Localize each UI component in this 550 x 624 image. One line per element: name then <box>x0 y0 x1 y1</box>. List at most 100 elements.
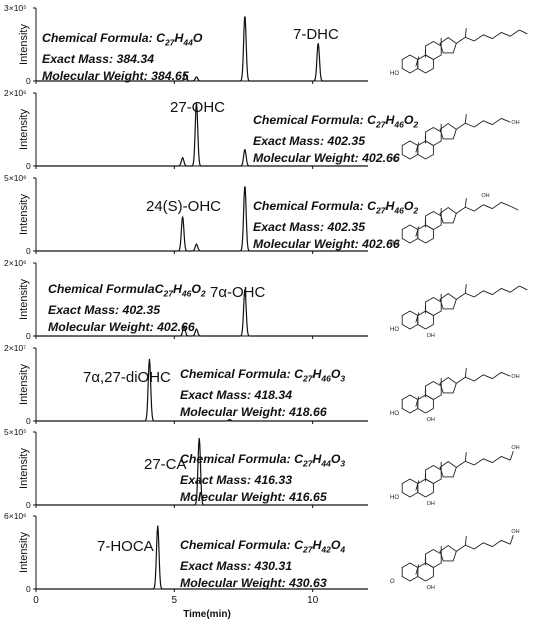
y-axis-label: Intensity <box>18 24 30 65</box>
svg-text:OH: OH <box>427 333 435 339</box>
exact-mass: Exact Mass: 430.31 <box>180 559 293 574</box>
svg-text:OH: OH <box>427 417 435 423</box>
molecular-weight: Molecular Weight: 402.66 <box>48 320 195 335</box>
y-zero-label: 0 <box>26 584 31 594</box>
y-max-label: 6×10⁶ <box>4 511 27 521</box>
compound-label: 24(S)-OHC <box>146 198 222 215</box>
y-max-label: 2×10⁶ <box>4 258 27 268</box>
compound-label: 7α-OHC <box>210 284 266 301</box>
chromatogram-trace <box>36 438 368 506</box>
chemical-formula: Chemical FormulaC27H46O2 <box>48 282 206 299</box>
exact-mass: Exact Mass: 416.33 <box>180 473 293 488</box>
y-zero-label: 0 <box>26 331 31 341</box>
exact-mass: Exact Mass: 384.34 <box>42 52 155 67</box>
y-axis-label: Intensity <box>18 532 30 573</box>
y-max-label: 3×10⁵ <box>4 3 27 13</box>
ring-a <box>401 394 419 414</box>
chromatogram-trace <box>36 289 368 337</box>
ring-a <box>401 478 419 498</box>
y-axis-label: Intensity <box>18 448 30 489</box>
chemical-formula: Chemical Formula: C27H46O2 <box>253 199 419 216</box>
molecular-weight: Molecular Weight: 402.66 <box>253 237 400 252</box>
ring-a <box>401 310 419 330</box>
svg-text:OH: OH <box>427 501 435 507</box>
ring-d <box>439 292 457 310</box>
compound-label: 27-OHC <box>170 99 226 116</box>
molecule-structure: HO <box>390 28 528 77</box>
chemical-formula: Chemical Formula: C27H44O3 <box>180 452 346 469</box>
y-zero-label: 0 <box>26 246 31 256</box>
ring-c <box>425 548 442 569</box>
ring-c <box>425 380 442 401</box>
y-zero-label: 0 <box>26 76 31 86</box>
ring-a <box>401 224 419 244</box>
ring-c <box>425 464 442 485</box>
y-zero-label: 0 <box>26 416 31 426</box>
compound-label: 7-DHC <box>293 26 339 43</box>
y-zero-label: 0 <box>26 500 31 510</box>
molecular-weight: Molecular Weight: 384.65 <box>42 69 189 84</box>
ring-a <box>401 140 419 160</box>
ring-c <box>425 210 442 231</box>
svg-text:OH: OH <box>511 120 519 126</box>
ring-d <box>439 206 457 224</box>
exact-mass: Exact Mass: 402.35 <box>48 303 161 318</box>
ring-d <box>439 544 457 562</box>
svg-text:HO: HO <box>390 495 399 501</box>
chemical-formula: Chemical Formula: C27H42O4 <box>180 538 346 555</box>
chemical-formula: Chemical Formula: C27H44O <box>42 31 203 48</box>
svg-text:OH: OH <box>511 529 519 535</box>
y-max-label: 2×10⁷ <box>4 343 26 353</box>
chromatogram-trace <box>36 102 368 167</box>
compound-info: Chemical Formula: C27H44O Exact Mass: 384… <box>42 30 202 85</box>
ring-c <box>425 126 442 147</box>
ring-c <box>425 40 442 61</box>
svg-text:OH: OH <box>511 445 519 451</box>
ring-a <box>401 54 419 74</box>
ring-d <box>439 122 457 140</box>
y-zero-label: 0 <box>26 161 31 171</box>
chemical-formula: Chemical Formula: C27H46O3 <box>180 367 346 384</box>
exact-mass: Exact Mass: 418.34 <box>180 388 293 403</box>
compound-label: 7-HOCA <box>97 538 154 555</box>
chromatogram-trace <box>36 16 368 82</box>
y-max-label: 2×10⁶ <box>4 88 27 98</box>
compound-label: 27-CA <box>144 456 187 473</box>
molecule-structure: HO OH <box>390 193 519 247</box>
molecule-structure: HO OH OH <box>390 445 520 507</box>
svg-text:OH: OH <box>481 193 489 199</box>
exact-mass: Exact Mass: 402.35 <box>253 134 366 149</box>
molecular-weight: Molecular Weight: 402.66 <box>253 151 400 166</box>
y-max-label: 5×10⁶ <box>4 173 27 183</box>
molecular-weight: Molecular Weight: 430.63 <box>180 576 327 591</box>
svg-text:HO: HO <box>390 157 399 163</box>
molecular-weight: Molecular Weight: 416.65 <box>180 490 327 505</box>
svg-text:HO: HO <box>390 241 399 247</box>
y-axis-label: Intensity <box>18 109 30 150</box>
ring-c <box>425 296 442 317</box>
chromatogram-trace <box>36 358 368 422</box>
svg-text:OH: OH <box>511 374 519 380</box>
ring-d <box>439 460 457 478</box>
svg-text:O: O <box>390 579 395 585</box>
y-axis-label: Intensity <box>18 364 30 405</box>
ring-a <box>401 562 419 582</box>
y-axis-label: Intensity <box>18 194 30 235</box>
svg-text:HO: HO <box>390 71 399 77</box>
ring-d <box>439 376 457 394</box>
